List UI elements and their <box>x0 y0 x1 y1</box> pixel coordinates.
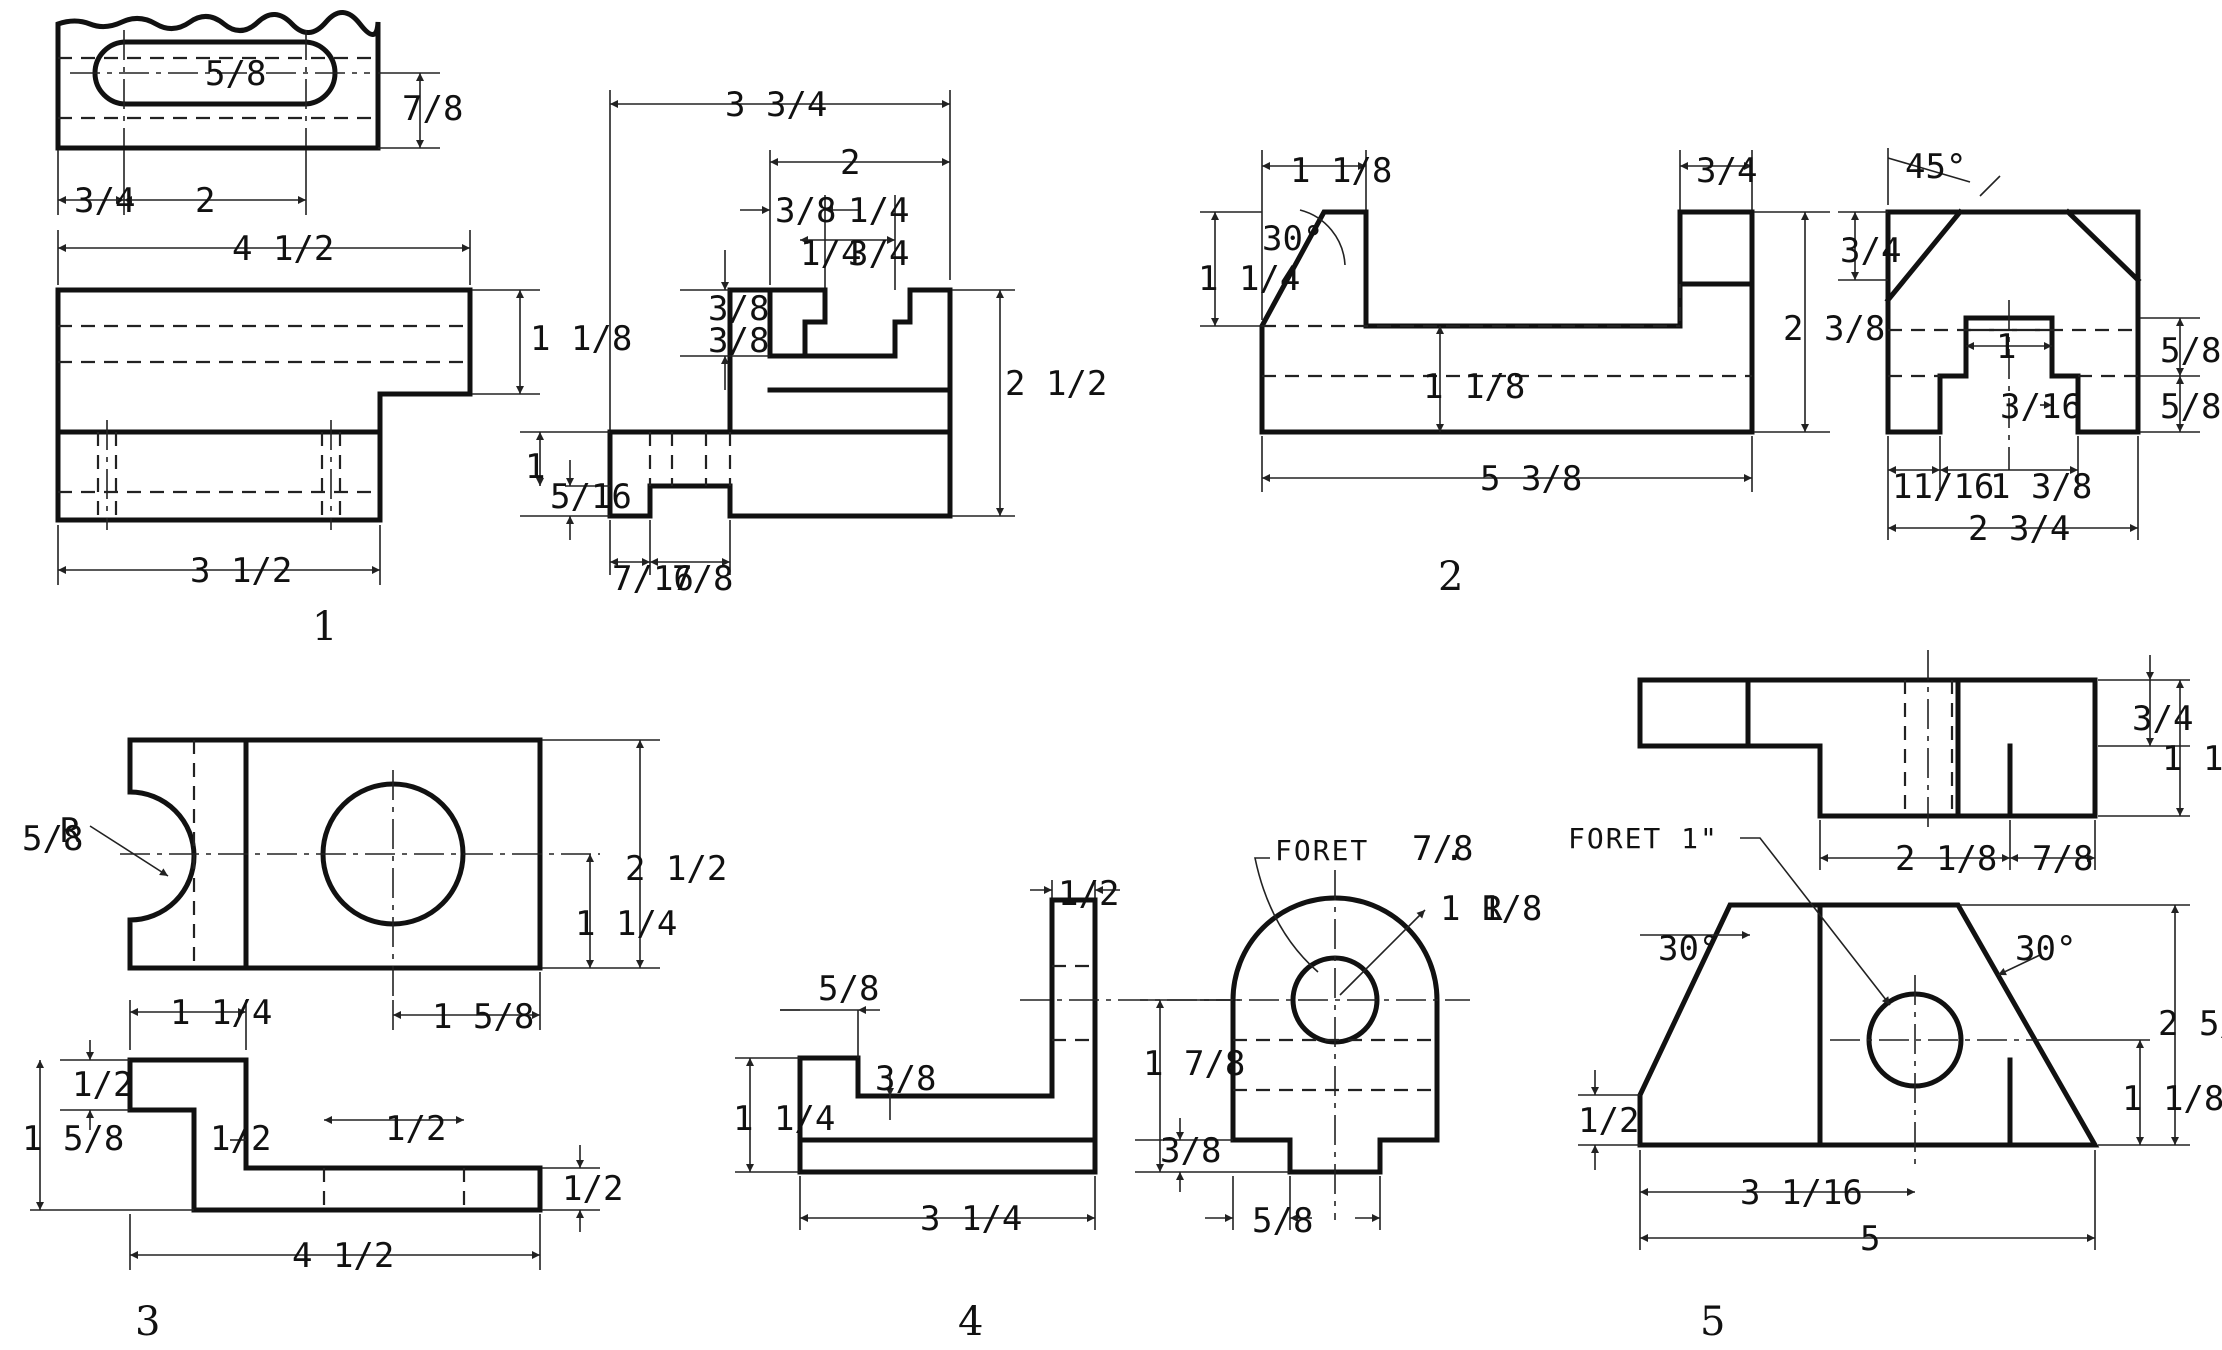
dim-f5-78: 7/8 <box>2032 839 2093 879</box>
dim-f4-58: 5/8 <box>818 969 879 1009</box>
dim-f2-s138: 1 3/8 <box>1990 467 2092 507</box>
dim-f3-f158: 1 5/8 <box>22 1119 124 1159</box>
dim-f1-side-h: 2 1/2 <box>1005 364 1107 404</box>
dim-f5-118: 1 1/8 <box>2122 1079 2222 1119</box>
figure-4: 1/2 5/8 3/8 1 1/4 3 1/4 FORET 7/8 . 1 <box>733 829 1542 1345</box>
dim-f4-38: 3/8 <box>875 1059 936 1099</box>
dim-f3-f12d: 1/2 <box>562 1169 623 1209</box>
dim-f5-34: 3/4 <box>2132 699 2193 739</box>
dim-f2-h2: 2 3/8 <box>1783 309 1885 349</box>
dim-f2-s58a: 5/8 <box>2160 331 2221 371</box>
dim-f2-right: 3/4 <box>1696 151 1757 191</box>
dim-f5-30a: 30° <box>1658 929 1719 969</box>
dim-f4-r: 1 1/8 <box>1440 889 1542 929</box>
dim-f2-45: 45° <box>1905 147 1966 187</box>
note-f4-foret: FORET <box>1275 834 1369 867</box>
dim-f1-top-l: 3/4 <box>74 181 135 221</box>
dim-f4-12: 1/2 <box>1058 874 1119 914</box>
dim-f3-hole: 1 5/8 <box>432 997 534 1037</box>
figure-4-number: 4 <box>958 1299 983 1345</box>
dim-f3-r: 5/8 <box>22 819 83 859</box>
dim-f2-s1116: 11/16 <box>1892 467 1994 507</box>
dim-f1-side-5: 5/16 <box>550 477 632 517</box>
dim-f2-s34: 3/4 <box>1840 231 1901 271</box>
dim-f2-s1: 1 <box>1996 327 2016 367</box>
dim-f2-s58b: 5/8 <box>2160 387 2221 427</box>
dim-f4-178: 1 7/8 <box>1143 1044 1245 1084</box>
dim-f1-side-top: 2 <box>840 143 860 183</box>
dim-f2-left: 1 1/8 <box>1290 151 1392 191</box>
dim-f3-f14: 1 1/4 <box>170 993 272 1033</box>
dim-f4-314: 3 1/4 <box>920 1199 1022 1239</box>
figure-2: 1 1/8 3/4 30° 1 1/4 2 3/8 1 1/8 5 3/8 45… <box>1198 147 2221 600</box>
dim-f5-12: 1/2 <box>1578 1101 1639 1141</box>
dim-f1-step-h: 1 1/8 <box>530 319 632 359</box>
dim-f4-rlabel: R <box>1482 889 1503 929</box>
dim-f1-slot-h1: 3/8 <box>708 289 769 329</box>
dim-f4-114: 1 1/4 <box>733 1099 835 1139</box>
dim-f1-side-78: 7/8 <box>672 559 733 599</box>
dim-f4-38b: 3/8 <box>1160 1131 1221 1171</box>
dim-f2-len: 5 3/8 <box>1480 459 1582 499</box>
figure-2-number: 2 <box>1438 554 1463 600</box>
dim-f2-s316: 3/16 <box>2000 387 2082 427</box>
figure-1: 5/8 7/8 3/4 2 4 1/2 1 1/8 3 1/ <box>55 10 1107 650</box>
dim-f3-rlabel: R <box>60 811 81 851</box>
dim-f1-side-d: 3/4 <box>848 234 909 274</box>
dim-f1-overall: 4 1/2 <box>232 229 334 269</box>
figure-3-number: 3 <box>135 1299 160 1345</box>
dim-f2-s234: 2 3/4 <box>1968 509 2070 549</box>
dim-f1-side-716: 7/16 <box>612 559 694 599</box>
dim-f1-side-w: 3 3/4 <box>725 85 827 125</box>
dim-f2-ang: 30° <box>1262 219 1323 259</box>
dim-f1-base: 3 1/2 <box>190 551 292 591</box>
dim-f1-side-1: 1 <box>525 447 545 487</box>
dim-f1-side-a: 3/8 <box>775 191 836 231</box>
figure-1-number: 1 <box>312 604 337 650</box>
dim-f3-f12c: 1/2 <box>385 1109 446 1149</box>
dim-f1-top-w: 2 <box>195 181 215 221</box>
figure-5: 3/4 1 1/2 2 1/8 7/8 FORET 1" 30° 30° 2 5… <box>1568 650 2222 1345</box>
dim-f1-slot-h2: 3/8 <box>708 321 769 361</box>
note-f4-foret-suffix: . <box>1444 829 1464 869</box>
dim-f3-f12b: 1/2 <box>210 1119 271 1159</box>
dim-f5-5: 5 <box>1860 1219 1880 1259</box>
dim-f5-30b: 30° <box>2015 929 2076 969</box>
dim-f5-258: 2 5/8 <box>2158 1004 2222 1044</box>
dim-f1-side-c: 1/4 <box>800 234 861 274</box>
dim-f5-218: 2 1/8 <box>1895 839 1997 879</box>
note-f4-foret-size: 7/8 <box>1412 829 1473 869</box>
dim-f3-len: 4 1/2 <box>292 1236 394 1276</box>
dim-f5-112: 1 1/2 <box>2162 739 2222 779</box>
dim-f1-side-b: 1/4 <box>848 191 909 231</box>
note-f5-foret: FORET 1" <box>1568 822 1719 855</box>
dim-f5-3116: 3 1/16 <box>1740 1173 1863 1213</box>
dim-f1-slot: 5/8 <box>205 54 266 94</box>
dim-f3-h: 2 1/2 <box>625 849 727 889</box>
dim-f4-58b: 5/8 <box>1252 1201 1313 1241</box>
dim-f2-h1: 1 1/4 <box>1198 259 1300 299</box>
figure-5-number: 5 <box>1700 1299 1725 1345</box>
figure-3: 5/8 R 2 1/2 1 1/4 1 5/8 1 1/4 1/2 1 5/8 … <box>22 737 727 1345</box>
dim-f3-c: 1 1/4 <box>575 904 677 944</box>
dim-f2-th: 1 1/8 <box>1423 367 1525 407</box>
dim-f1-top-h: 7/8 <box>402 89 463 129</box>
dim-f3-f12a: 1/2 <box>72 1065 133 1105</box>
